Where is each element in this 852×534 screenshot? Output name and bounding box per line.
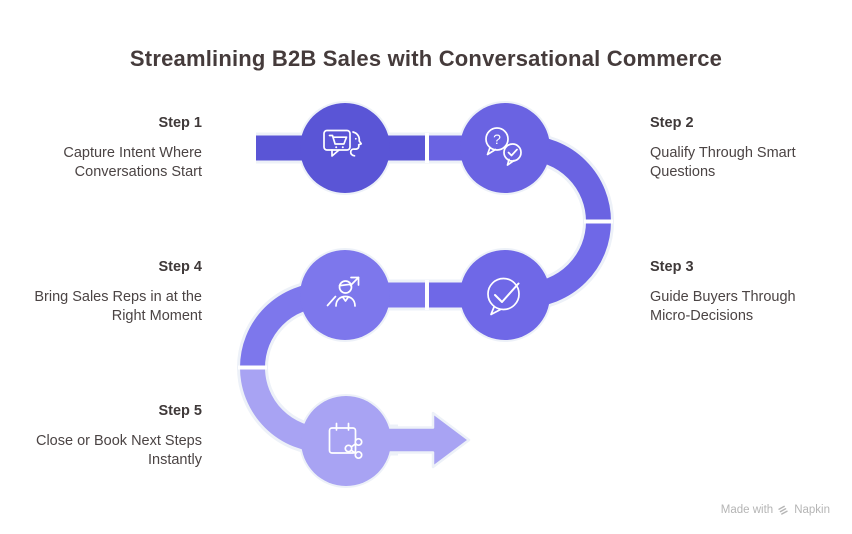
check-speech-bubble-icon (487, 277, 520, 316)
step-1-label: Step 1 (158, 115, 202, 131)
step-4-description: Bring Sales Reps in at the Right Moment (34, 289, 202, 325)
step-2-label: Step 2 (650, 115, 694, 131)
step4-circle (300, 250, 390, 340)
step-5-text: Step 5 Close or Book Next Steps Instantl… (10, 403, 202, 470)
step-2-text: Step 2 Qualify Through Smart Questions (650, 115, 820, 182)
question-and-check-bubbles-icon: ? (485, 127, 522, 166)
step-2-description: Qualify Through Smart Questions (650, 145, 796, 181)
step1-circle (300, 103, 390, 193)
step-5-description: Close or Book Next Steps Instantly (35, 433, 202, 469)
step-5-label: Step 5 (158, 403, 202, 419)
step-3-label: Step 3 (650, 259, 694, 275)
napkin-logo-icon (778, 505, 788, 515)
cart-chat-with-face-icon (323, 129, 363, 157)
page-title: Streamlining B2B Sales with Conversation… (129, 46, 723, 71)
watermark-brand: Napkin (794, 503, 830, 516)
made-with-napkin-watermark[interactable]: Made with Napkin (721, 503, 830, 516)
step-4-text: Step 4 Bring Sales Reps in at the Right … (10, 259, 202, 326)
watermark-text: Made with (720, 503, 774, 516)
step-4-label: Step 4 (158, 259, 202, 275)
step-3-text: Step 3 Guide Buyers Through Micro-Decisi… (650, 259, 820, 326)
person-growth-arrow-icon (326, 276, 360, 307)
svg-text:?: ? (493, 131, 501, 147)
step-3-description: Guide Buyers Through Micro-Decisions (650, 289, 796, 325)
step-1-description: Capture Intent Where Conversations Start (63, 145, 202, 181)
step3-circle (460, 250, 550, 340)
step-1-text: Step 1 Capture Intent Where Conversation… (10, 115, 202, 182)
calendar-share-icon (328, 422, 363, 460)
step5-circle (301, 396, 391, 486)
flow-end-arrow (386, 411, 471, 469)
